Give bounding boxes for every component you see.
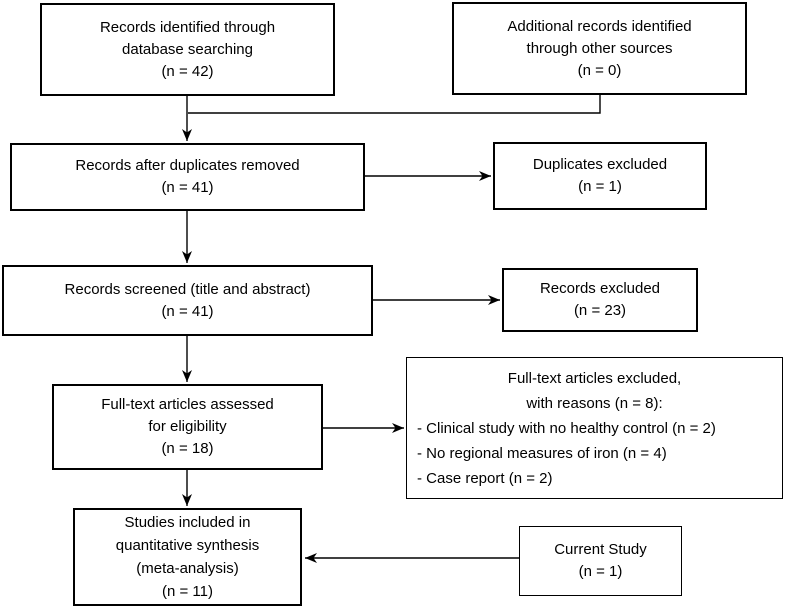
box-text-line: Full-text articles excluded, [507, 370, 682, 387]
box-text-line: Additional records identified [507, 17, 692, 35]
box-text-line: Current Study [554, 541, 647, 558]
box-count-line: (n = 18) [161, 440, 214, 457]
box-text-line: Records screened (title and abstract) [64, 280, 311, 298]
exclusion-reason-item: - Clinical study with no healthy control… [417, 420, 716, 437]
exclusion-reasons-list: - Clinical study with no healthy control… [413, 416, 776, 491]
exclusion-reason-item: - No regional measures of iron (n = 4) [417, 445, 667, 462]
box-count-line: (n = 0) [577, 61, 622, 79]
box-current-study: Current Study (n = 1) [519, 526, 682, 596]
box-additional-records: Additional records identified through ot… [452, 2, 747, 95]
box-text-line: with reasons (n = 8): [526, 395, 663, 412]
box-text-line: Records excluded [539, 280, 661, 297]
box-text-line: Records identified through [99, 18, 276, 36]
box-text-line: Records after duplicates removed [75, 157, 300, 174]
box-records-after-duplicates: Records after duplicates removed (n = 41… [10, 143, 365, 211]
box-count-line: (n = 1) [578, 178, 622, 195]
box-records-screened: Records screened (title and abstract) (n… [2, 265, 373, 336]
box-duplicates-excluded: Duplicates excluded (n = 1) [493, 142, 707, 210]
box-count-line: (n = 42) [161, 62, 214, 80]
box-count-line: (n = 41) [161, 179, 214, 196]
box-count-line: (n = 1) [578, 563, 623, 580]
box-fulltext-excluded: Full-text articles excluded, with reason… [406, 357, 783, 499]
box-text-line: through other sources [526, 39, 673, 57]
box-fulltext-assessed: Full-text articles assessed for eligibil… [52, 384, 323, 470]
box-text-line: for eligibility [148, 418, 227, 435]
box-records-identified: Records identified through database sear… [40, 3, 335, 96]
box-count-line: (n = 41) [161, 302, 214, 320]
box-count-line: (n = 11) [162, 583, 213, 600]
box-text-line: Duplicates excluded [532, 156, 668, 173]
box-text-line: database searching [122, 40, 253, 58]
box-records-excluded: Records excluded (n = 23) [502, 268, 698, 332]
box-text-line: (meta-analysis) [136, 560, 239, 577]
box-text-line: Studies included in [124, 514, 251, 531]
box-text-line: quantitative synthesis [115, 537, 260, 554]
exclusion-reason-item: - Case report (n = 2) [417, 470, 553, 487]
connector-additional-merge [188, 95, 601, 114]
box-text-line: Full-text articles assessed [101, 396, 274, 413]
box-studies-included: Studies included in quantitative synthes… [73, 508, 302, 606]
box-count-line: (n = 23) [573, 302, 627, 319]
